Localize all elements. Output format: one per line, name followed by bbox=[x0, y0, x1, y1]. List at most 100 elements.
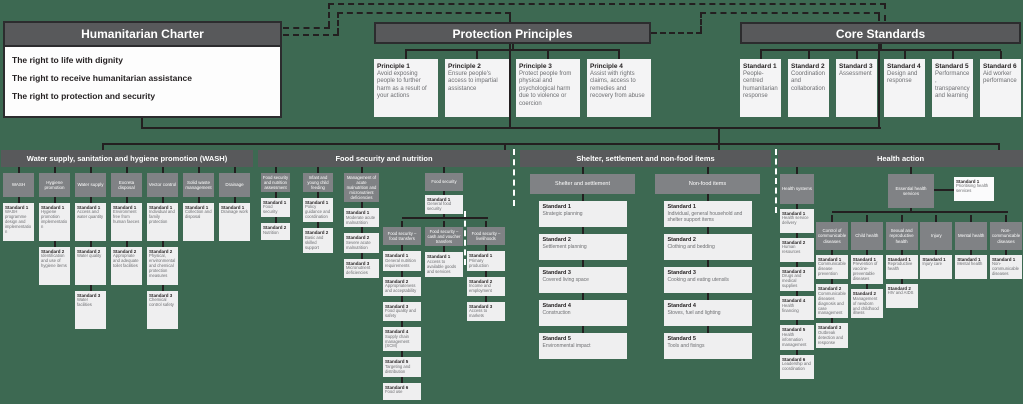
principle-box-label: Principle 4 bbox=[590, 63, 623, 70]
connector-line bbox=[796, 204, 798, 209]
section-wash-title: Water supply, sanitation and hygiene pro… bbox=[1, 150, 253, 167]
standard-box: Standard 1 Prioritising health services bbox=[954, 177, 994, 201]
dashed-connector-line bbox=[328, 3, 886, 5]
standard-text: Water facilities bbox=[77, 297, 92, 308]
standard-text: Mental health bbox=[957, 261, 983, 267]
standard-text: Environmental impact bbox=[542, 342, 591, 349]
standard-label: Standard 1 bbox=[427, 254, 451, 260]
connector-line bbox=[759, 51, 762, 59]
core-standard-box-text: Assessment bbox=[839, 70, 872, 77]
connector-line bbox=[443, 191, 445, 195]
connector-line bbox=[900, 279, 903, 284]
standard-label: Standard 1 bbox=[427, 197, 451, 202]
dashed-connector-line bbox=[283, 27, 330, 29]
standard-label: Standard 1 bbox=[782, 211, 806, 216]
standard-label: Standard 1 bbox=[957, 257, 981, 262]
charter-right-statement: The right to protection and security bbox=[12, 91, 156, 101]
connector-line bbox=[443, 246, 445, 253]
column-header: Vector control bbox=[147, 173, 178, 197]
standard-text: Access to markets bbox=[469, 308, 488, 319]
connector-line bbox=[89, 241, 92, 247]
connector-line bbox=[402, 217, 488, 220]
standard-label: Standard 2 bbox=[385, 278, 409, 284]
principle-box-text: Avoid exposing people to further harm as… bbox=[377, 70, 427, 100]
connector-line bbox=[401, 245, 403, 252]
connector-line bbox=[865, 284, 868, 290]
connector-line bbox=[476, 51, 478, 59]
column-header: Infant and young child feeding bbox=[303, 173, 333, 193]
connector-tree bbox=[374, 44, 651, 51]
standard-label: Standard 2 bbox=[887, 286, 911, 291]
connector-line bbox=[999, 51, 1002, 59]
standard-text: Supply chain management (SCM) bbox=[385, 333, 410, 349]
connector-line bbox=[53, 241, 56, 247]
connector-line bbox=[485, 245, 487, 252]
section-separator-dashed bbox=[775, 149, 777, 213]
connector-tree bbox=[816, 208, 1022, 215]
connector-line bbox=[405, 49, 620, 51]
connector-line bbox=[581, 260, 584, 267]
section-health-title: Health action bbox=[778, 150, 1023, 167]
connector-line bbox=[125, 167, 128, 173]
standard-text: Nutrition bbox=[263, 229, 279, 235]
connector-line bbox=[900, 215, 903, 222]
standard-label: Standard 3 bbox=[818, 325, 842, 331]
column-header: Mental health bbox=[955, 222, 988, 250]
connector-line bbox=[405, 51, 407, 59]
standard-label: Standard 1 bbox=[991, 257, 1016, 262]
standard-text: Prevention of vaccine-preventable diseas… bbox=[852, 261, 878, 282]
connector-line bbox=[233, 167, 236, 173]
connector-line bbox=[443, 221, 445, 228]
standard-label: Standard 4 bbox=[782, 298, 806, 304]
standard-text: Basic and skilled support bbox=[305, 234, 324, 250]
core-standard-box-text: Performance, transparency and learning bbox=[935, 70, 970, 100]
section-shelter-settlement-nfi: Shelter, settlement and non-food items S… bbox=[520, 150, 771, 359]
standard-text: Reproductive health bbox=[887, 261, 913, 272]
section-shelter-title: Shelter, settlement and non-food items bbox=[520, 150, 771, 167]
standard-text: Drugs and medical supplies bbox=[782, 273, 802, 289]
standard-text: Management of newborn and childhood illn… bbox=[852, 295, 879, 316]
dashed-connector-line bbox=[651, 32, 702, 34]
column-management-of-acute-malnutrition-and-micronutrient-deficiencies: Management of acute malnutrition and mic… bbox=[344, 167, 379, 279]
connector-line bbox=[141, 118, 143, 127]
standard-text: Communicable diseases diagnosis and case… bbox=[818, 290, 846, 316]
column-header: Control of communicable diseases bbox=[816, 222, 848, 250]
humanitarian-charter-title: Humanitarian Charter bbox=[5, 23, 280, 47]
connector-line bbox=[831, 250, 833, 255]
standard-text: Access to available goods and services bbox=[427, 258, 457, 274]
standard-text: General nutrition requirements bbox=[385, 257, 416, 268]
column-header: Child health bbox=[850, 222, 883, 250]
connector-line bbox=[934, 189, 954, 191]
connector-line bbox=[485, 270, 487, 277]
standard-text: Outbreak detection and response bbox=[818, 329, 844, 345]
standard-label: Standard 1 bbox=[185, 205, 209, 210]
standard-text: Individual, general household and shelte… bbox=[667, 210, 743, 223]
section-food-title: Food security and nutrition bbox=[258, 150, 510, 167]
standard-text: General food security bbox=[427, 201, 452, 212]
connector-line bbox=[360, 167, 363, 173]
standard-text: Drainage work bbox=[221, 209, 248, 215]
standard-label: Standard 6 bbox=[782, 356, 806, 362]
